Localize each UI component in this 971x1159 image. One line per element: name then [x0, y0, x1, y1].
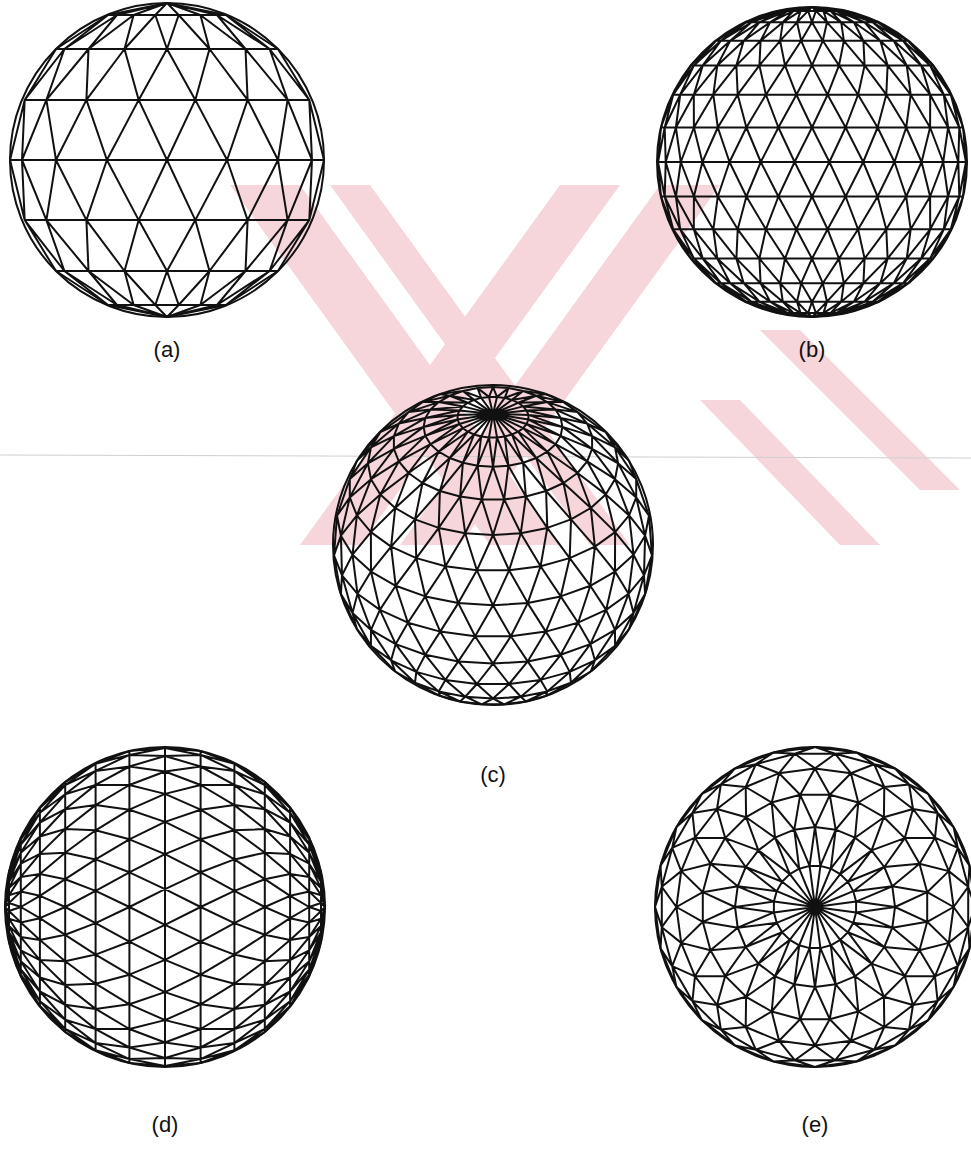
sphere-outline [333, 385, 653, 705]
sphere-outline [655, 747, 971, 1067]
figure-label: (e) [802, 1112, 829, 1138]
sphere-outline [10, 3, 324, 317]
figure-label: (d) [152, 1112, 179, 1138]
mesh-lines [658, 7, 966, 317]
figure-label: (b) [799, 337, 826, 363]
scan-line [0, 455, 971, 458]
sphere-outline [657, 7, 967, 317]
watermark-band [400, 185, 720, 545]
figure-label: (a) [154, 337, 181, 363]
mesh-lines [334, 387, 652, 704]
figure-label: (c) [480, 762, 506, 788]
sphere-outline [5, 747, 325, 1067]
sphere-meshes [5, 3, 971, 1067]
mesh-lines [5, 748, 325, 1066]
mesh-lines [10, 3, 324, 317]
watermark [230, 185, 960, 545]
watermark-band [760, 330, 960, 490]
mesh-lines [655, 747, 971, 1067]
